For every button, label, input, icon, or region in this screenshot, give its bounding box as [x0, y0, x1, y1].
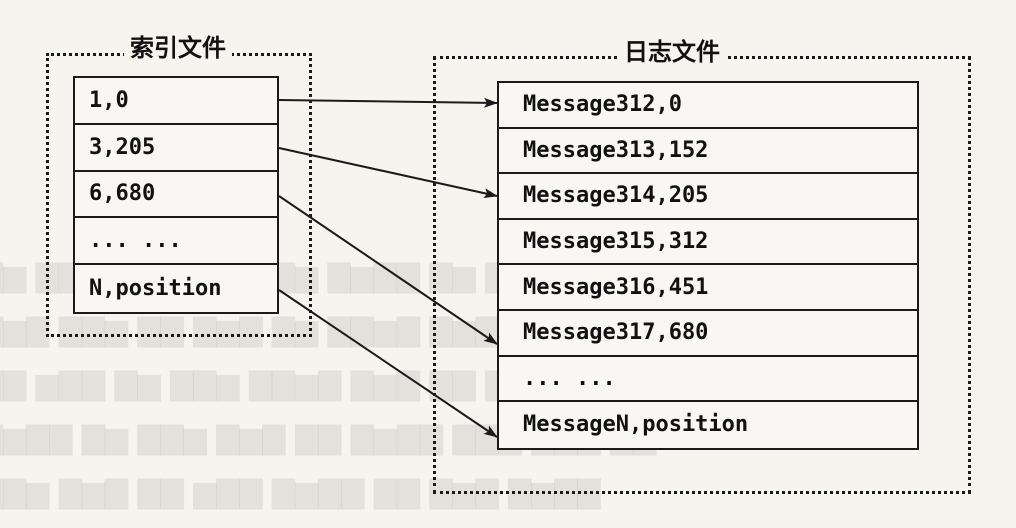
index-entry: 3,205: [75, 125, 277, 172]
index-entry-text: ... ...: [89, 228, 182, 254]
log-entry-text: Message315,312: [523, 229, 709, 255]
log-entry: Message317,680: [499, 311, 917, 357]
log-entry: Message315,312: [499, 220, 917, 266]
index-entry-text: N,position: [89, 276, 222, 302]
log-entry: Message312,0: [499, 83, 917, 129]
log-entry-text: Message316,451: [523, 274, 709, 300]
index-entry-text: 6,680: [89, 181, 156, 207]
log-file-table: Message312,0 Message313,152 Message314,2…: [497, 81, 919, 450]
index-entry-text: 1,0: [89, 87, 129, 113]
log-entry: MessageN,position: [499, 402, 917, 448]
index-file-table: 1,0 3,205 6,680 ... ... N,position: [73, 76, 279, 314]
index-entry: 1,0: [75, 78, 277, 125]
log-entry-text: Message317,680: [523, 320, 709, 346]
log-entry: Message316,451: [499, 265, 917, 311]
index-entry-ellipsis: ... ...: [75, 218, 277, 266]
log-entry: Message314,205: [499, 174, 917, 220]
log-entry-ellipsis: ... ...: [499, 357, 917, 403]
log-entry-text: ... ...: [523, 365, 616, 391]
index-file-title: 索引文件: [124, 34, 232, 62]
log-entry-text: Message312,0: [523, 92, 682, 118]
log-entry: Message313,152: [499, 129, 917, 175]
log-entry-text: MessageN,position: [523, 412, 749, 438]
index-entry: 6,680: [75, 172, 277, 219]
log-entry-text: Message313,152: [523, 137, 709, 163]
log-file-title: 日志文件: [618, 38, 726, 66]
index-entry: N,position: [75, 265, 277, 312]
log-entry-text: Message314,205: [523, 183, 709, 209]
index-entry-text: 3,205: [89, 134, 156, 160]
